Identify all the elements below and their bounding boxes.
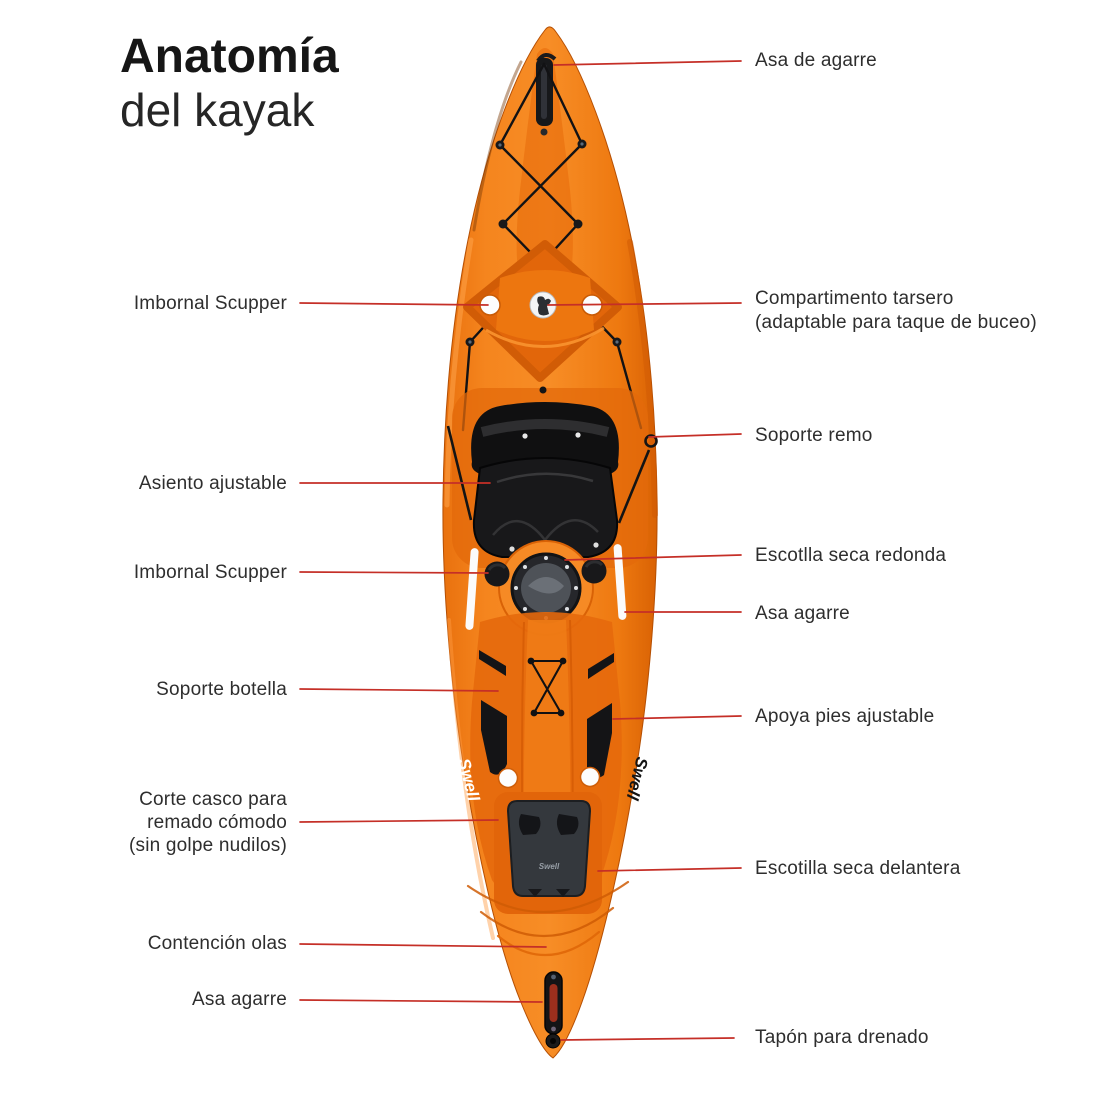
leader-tapon-drenado <box>560 1037 735 1041</box>
rear-compartment <box>463 240 622 382</box>
kayak: Swell Swell Swell <box>442 26 658 1059</box>
seat-strap-left <box>446 425 473 521</box>
round-hatch <box>498 540 594 636</box>
leader-escotilla-delantera <box>597 867 742 872</box>
label-apoya-pies: Apoya pies ajustable <box>755 706 935 727</box>
scupper-hole-front-right <box>579 766 601 788</box>
label-imbornal-scupper-1: Imbornal Scupper <box>133 293 287 314</box>
side-handle-right <box>613 544 627 620</box>
leader-apoya-pies <box>612 715 742 720</box>
page-title: Anatomía del kayak <box>120 30 339 136</box>
seat-pan <box>472 457 619 558</box>
leader-soporte-botella <box>299 688 499 692</box>
label-imbornal-scupper-2: Imbornal Scupper <box>133 562 287 583</box>
paddle-holder-ring <box>644 434 658 448</box>
hull-shade-right <box>627 239 658 518</box>
label-tapon-drenado: Tapón para drenado <box>755 1027 929 1048</box>
cup-holders <box>484 558 607 587</box>
rear-compartment-wave <box>485 326 605 348</box>
leader-imbornal-scupper-1 <box>299 302 489 306</box>
label-asa-agarre-left: Asa agarre <box>192 989 287 1010</box>
brand-emblem-mark <box>537 296 551 316</box>
mini-bungee <box>529 659 565 715</box>
bow-bungee-anchors <box>465 139 622 347</box>
front-hatch-latch-right <box>556 814 579 835</box>
hull-highlight-left <box>444 237 474 508</box>
seat-backrest <box>471 402 619 474</box>
label-asa-agarre-right: Asa agarre <box>755 603 850 624</box>
hull-highlight-lower-left <box>447 618 495 940</box>
leader-corte-casco <box>299 819 499 823</box>
label-compartimento-tarsero: Compartimento tarsero (adaptable para ta… <box>755 288 1037 333</box>
title-line-1: Anatomía <box>120 30 339 83</box>
seat-hook <box>539 386 547 394</box>
side-handles <box>465 544 627 630</box>
bow-handle-grip-stripe <box>541 64 547 119</box>
leader-contencion-olas <box>299 943 547 948</box>
mini-bungee-anchors <box>527 657 567 717</box>
label-escotilla-redonda: Escotlla seca redonda <box>755 545 947 566</box>
leader-lines <box>299 60 742 1041</box>
title-line-2: del kayak <box>120 84 315 136</box>
front-hatch-logo: Swell <box>539 862 560 871</box>
hull-edge-shade-top-left <box>472 60 523 232</box>
label-asa-de-agarre: Asa de agarre <box>755 50 877 71</box>
side-handle-left <box>465 548 479 630</box>
label-soporte-remo: Soporte remo <box>755 425 873 446</box>
seat-contour-1 <box>496 472 594 484</box>
bow-ridges <box>466 880 630 957</box>
label-contencion-olas: Contención olas <box>147 933 287 954</box>
leader-compartimento <box>547 302 742 306</box>
leader-imbornal-scupper-2 <box>299 571 489 574</box>
scupper-hole-front-left <box>497 767 519 789</box>
leader-escotilla-redonda <box>564 554 742 561</box>
front-hatch-latch-left <box>518 814 541 835</box>
foot-rests <box>479 650 614 778</box>
seat-strap-right <box>617 449 651 524</box>
seat-contour-2 <box>492 519 599 543</box>
leader-asa-agarre-left <box>299 999 543 1003</box>
bow-recess <box>516 48 573 300</box>
front-hatch-lid <box>506 800 592 897</box>
hatch-lid-swirl <box>528 577 564 594</box>
leader-asa-de-agarre <box>553 60 742 66</box>
leader-soporte-remo <box>648 433 742 438</box>
label-escotilla-delantera: Escotilla seca delantera <box>755 858 961 879</box>
drain-plug <box>545 1033 561 1049</box>
label-asiento-ajustable: Asiento ajustable <box>138 473 287 494</box>
front-hatch: Swell <box>494 792 602 914</box>
label-soporte-botella: Soporte botella <box>156 679 287 700</box>
bow-handle-bolt <box>540 128 548 136</box>
label-corte-casco: Corte casco para remado cómodo (sin golp… <box>129 789 287 856</box>
front-handle <box>544 971 563 1035</box>
seat <box>446 402 651 558</box>
seat-backrest-pad <box>480 419 610 437</box>
